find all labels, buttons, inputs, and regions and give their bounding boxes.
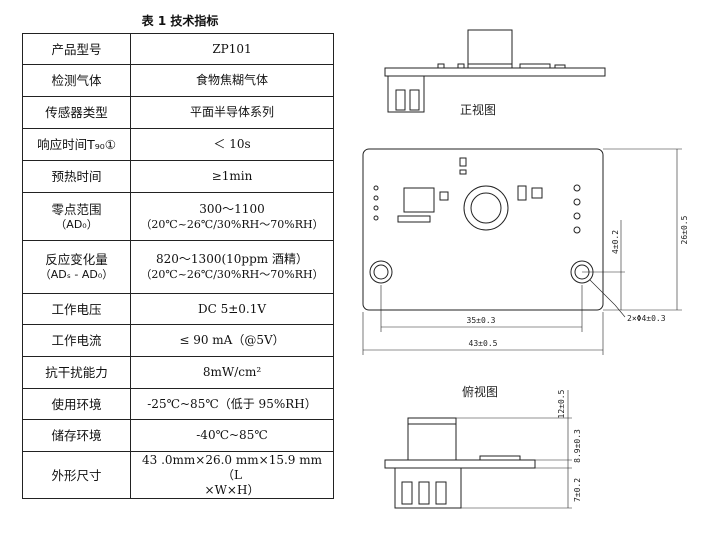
front-view-label: 正视图 (460, 102, 496, 117)
row-value: 43 .0mm×26.0 mm×15.9 mm（L ×W×H） (130, 451, 334, 499)
table-row: 外形尺寸 43 .0mm×26.0 mm×15.9 mm（L ×W×H） (22, 451, 334, 499)
dim-hole-offset: 4±0.2 (611, 230, 620, 254)
row-value: 820～1300(10ppm 酒精） （20℃~26℃/30%RH～70%RH） (130, 240, 334, 294)
spec-table: 产品型号 ZP101 检测气体 食物焦糊气体 传感器类型 平面半导体系列 响应时… (22, 33, 334, 499)
row-value: 300～1100 （20℃~26℃/30%RH～70%RH） (130, 192, 334, 241)
row-key: 检测气体 (22, 64, 131, 97)
dim-hole-spacing: 35±0.3 (467, 316, 496, 325)
row-key: 工作电压 (22, 293, 131, 325)
row-key: 抗干扰能力 (22, 356, 131, 389)
row-value: 食物焦糊气体 (130, 64, 334, 97)
front-view-dimensions (362, 148, 682, 355)
row-key-sub: （AD₀） (55, 217, 98, 231)
dim-width: 43±0.5 (469, 339, 498, 348)
dim-top-h1: 12±0.5 (557, 389, 566, 418)
row-value: ≤ 90 mA（@5V） (130, 324, 334, 357)
row-key: 使用环境 (22, 388, 131, 420)
row-value-main: 820～1300(10ppm 酒精） (156, 252, 308, 266)
table-title: 表 1 技术指标 (141, 14, 219, 28)
row-value: -25℃~85℃（低于 95%RH） (130, 388, 334, 420)
mechanical-drawing: 正视图 俯视图 26±0.5 4±0.2 35±0.3 43±0.5 2×Φ4±… (362, 29, 689, 509)
row-key-main: 反应变化量 (45, 252, 108, 267)
row-key: 传感器类型 (22, 96, 131, 129)
row-key: 预热时间 (22, 160, 131, 193)
row-value: 平面半导体系列 (130, 96, 334, 129)
table-row: 预热时间 ≥1min (22, 160, 334, 193)
table-row: 零点范围 （AD₀） 300～1100 （20℃~26℃/30%RH～70%RH… (22, 192, 334, 241)
dim-hole-diameter: 2×Φ4±0.3 (627, 314, 666, 323)
side-view (384, 29, 606, 113)
front-view-board (362, 148, 604, 311)
table-row: 传感器类型 平面半导体系列 (22, 96, 334, 129)
row-value: -40℃~85℃ (130, 419, 334, 452)
row-key: 外形尺寸 (22, 451, 131, 499)
row-key: 零点范围 （AD₀） (22, 192, 131, 241)
row-value-main: 43 .0mm×26.0 mm×15.9 mm（L (142, 452, 322, 482)
top-view-label: 俯视图 (462, 384, 498, 399)
table-row: 产品型号 ZP101 (22, 33, 334, 65)
row-value: DC 5±0.1V (130, 293, 334, 325)
row-value-sub: （20℃~26℃/30%RH～70%RH） (140, 268, 324, 281)
table-row: 响应时间T₉₀① ＜ 10s (22, 128, 334, 161)
dim-top-h3: 7±0.2 (573, 478, 582, 502)
row-value: ＜ 10s (130, 128, 334, 161)
row-key: 储存环境 (22, 419, 131, 452)
row-value-main: 300～1100 (199, 201, 265, 216)
row-value-sub: ×W×H） (204, 482, 260, 497)
dim-height: 26±0.5 (680, 215, 689, 244)
table-row: 抗干扰能力 8mW/cm² (22, 356, 334, 389)
row-key: 工作电流 (22, 324, 131, 357)
row-key: 响应时间T₉₀① (22, 128, 131, 161)
table-row: 使用环境 -25℃~85℃（低于 95%RH） (22, 388, 334, 420)
top-view-dimensions (456, 390, 572, 509)
row-value: ZP101 (130, 33, 334, 65)
row-key-main: 零点范围 (51, 201, 102, 217)
table-row: 反应变化量 （ADₛ - AD₀） 820～1300(10ppm 酒精） （20… (22, 240, 334, 294)
row-key: 产品型号 (22, 33, 131, 65)
top-view (384, 417, 536, 509)
dim-top-h2: 8.9±0.3 (573, 429, 582, 463)
table-row: 工作电流 ≤ 90 mA（@5V） (22, 324, 334, 357)
row-value: ≥1min (130, 160, 334, 193)
table-row: 工作电压 DC 5±0.1V (22, 293, 334, 325)
table-row: 检测气体 食物焦糊气体 (22, 64, 334, 97)
row-key: 反应变化量 （ADₛ - AD₀） (22, 240, 131, 294)
row-key-sub: （ADₛ - AD₀） (39, 268, 114, 281)
row-value-sub: （20℃~26℃/30%RH～70%RH） (140, 217, 324, 231)
row-value: 8mW/cm² (130, 356, 334, 389)
table-row: 储存环境 -40℃~85℃ (22, 419, 334, 452)
